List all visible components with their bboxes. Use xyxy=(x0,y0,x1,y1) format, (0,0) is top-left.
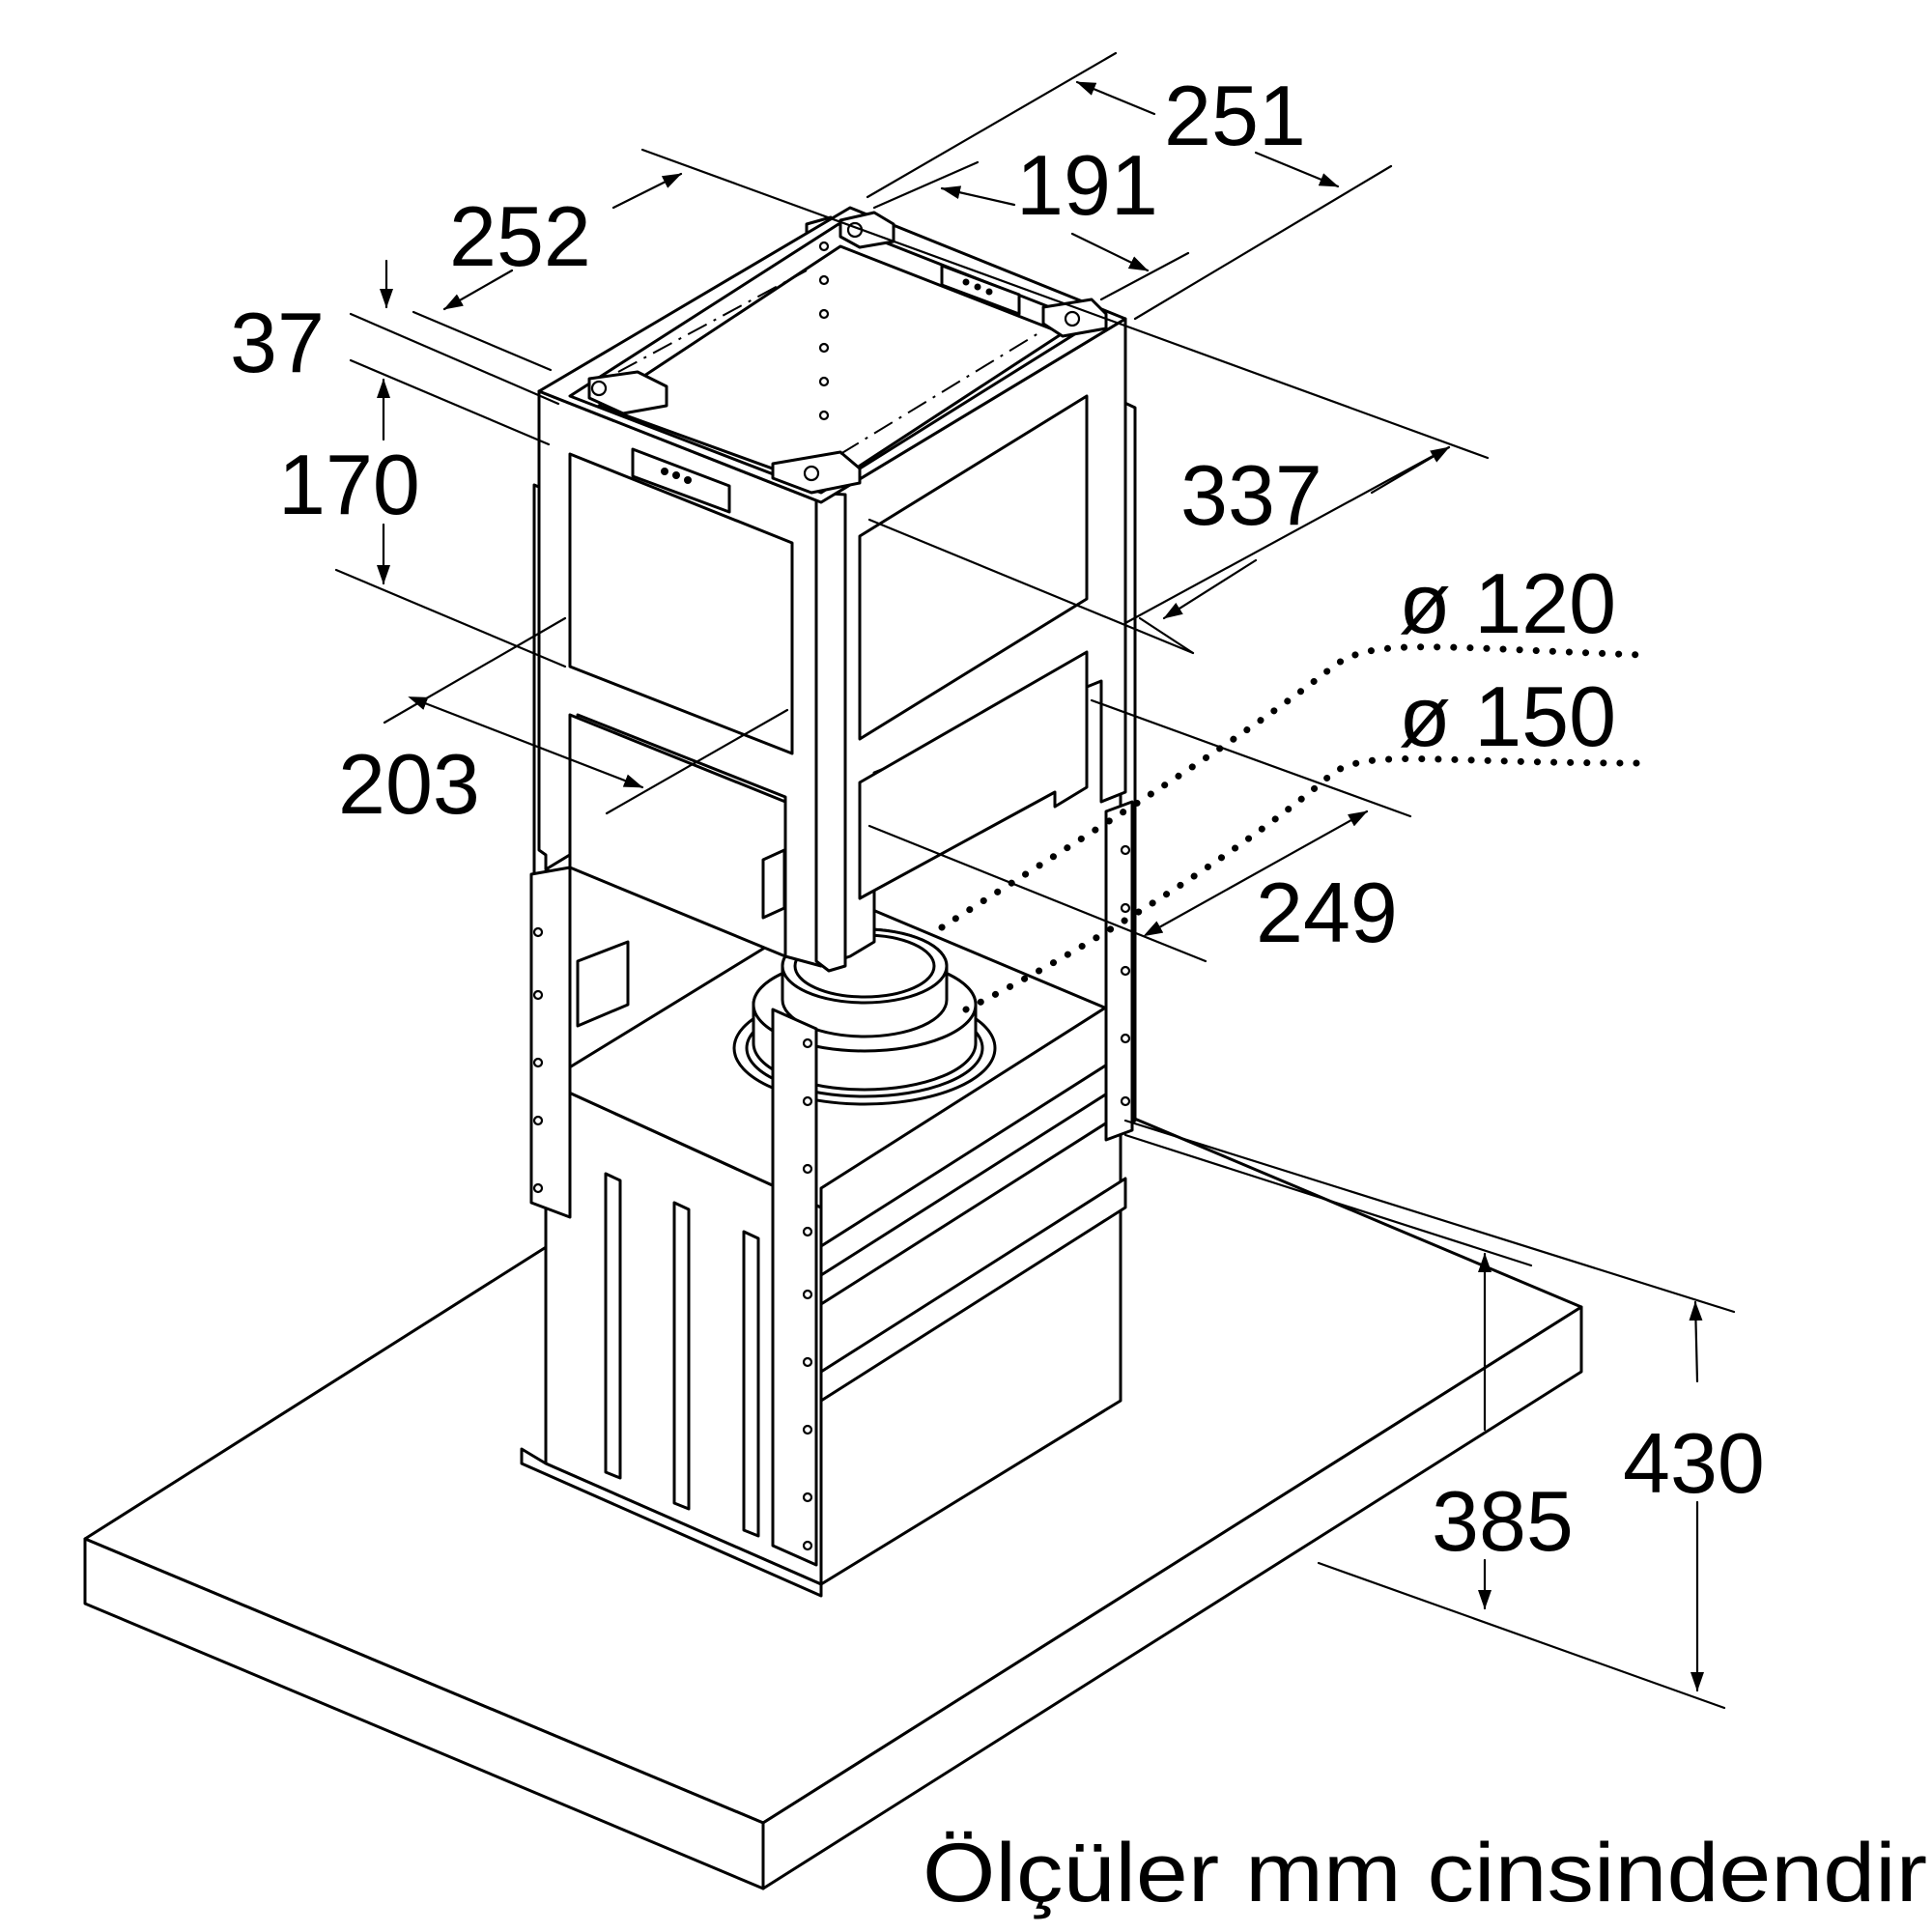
dim-430: 430 xyxy=(1623,1415,1765,1511)
vent-slots xyxy=(604,1172,760,1538)
dim-249: 249 xyxy=(1256,865,1398,960)
dim-385: 385 xyxy=(1432,1473,1574,1569)
dimension-lines xyxy=(334,51,1736,1710)
dimension-labels: 251 191 252 37 170 337 ø 120 ø 150 203 2… xyxy=(230,68,1765,1569)
duct-dotted-lines xyxy=(938,643,1646,1013)
dim-diameter-120: ø 120 xyxy=(1399,555,1616,651)
right-strip-holes xyxy=(1120,844,1131,1107)
mounting-frame xyxy=(529,206,1137,1219)
dim-37: 37 xyxy=(230,295,325,390)
right-face-bands xyxy=(819,993,1127,1403)
dim-252: 252 xyxy=(449,188,591,284)
dim-251: 251 xyxy=(1164,68,1306,163)
dim-170: 170 xyxy=(278,437,420,532)
dim-diameter-150: ø 150 xyxy=(1399,668,1616,764)
front-strip xyxy=(771,1008,818,1567)
back-post-holes xyxy=(818,241,830,421)
dim-337: 337 xyxy=(1180,447,1322,543)
dim-191: 191 xyxy=(1016,137,1158,233)
units-caption: Ölçüler mm cinsindendir xyxy=(923,1827,1927,1919)
left-strip-holes xyxy=(532,926,544,1194)
dim-203: 203 xyxy=(338,736,480,832)
